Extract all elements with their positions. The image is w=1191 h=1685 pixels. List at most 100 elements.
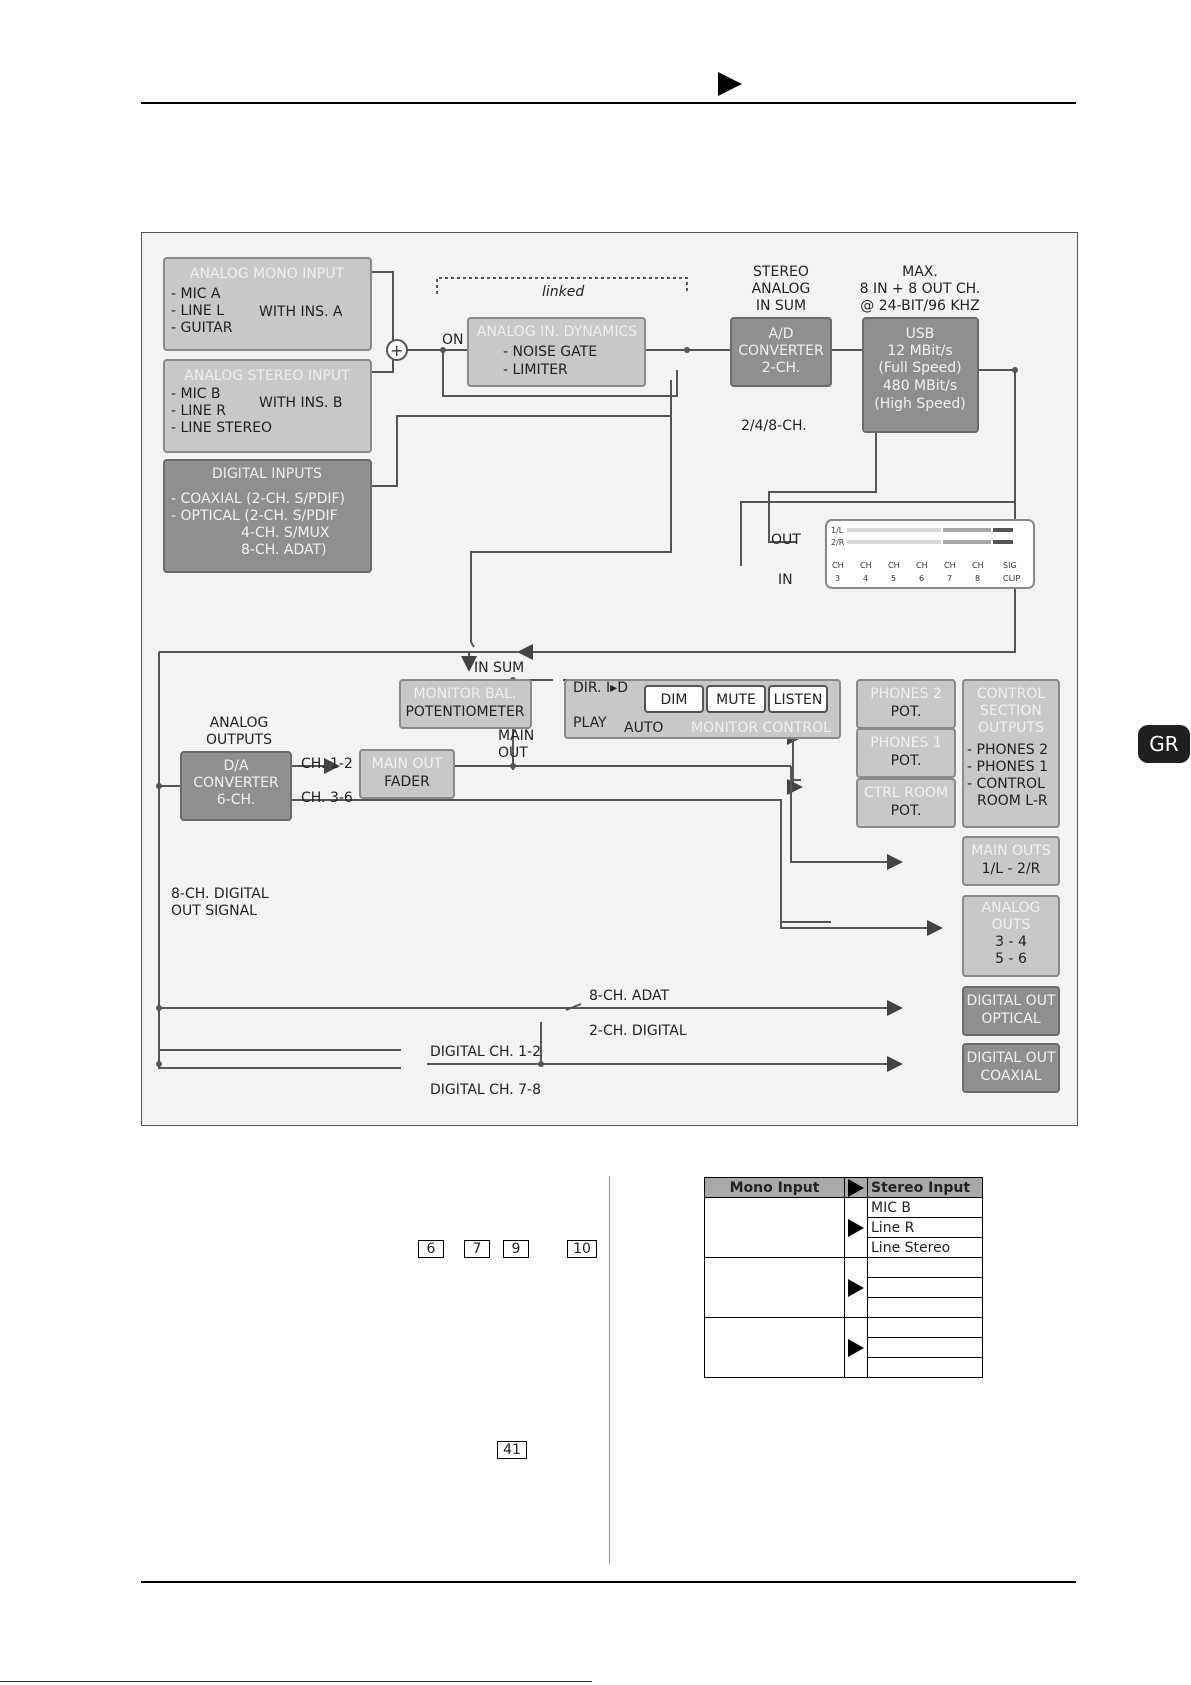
ch36-label: CH. 3-6 (301, 790, 353, 806)
analog-outputs-line-1: ANALOG (210, 715, 269, 731)
meter-ch-top-2: CH (860, 561, 872, 570)
usb-line-5: (High Speed) (874, 396, 965, 412)
meter-row-2: 2/R (831, 538, 845, 547)
ch12-label: CH. 1-2 (301, 756, 353, 772)
control-section-line-2: SECTION (980, 703, 1042, 719)
phones2-line-1: PHONES 2 (870, 686, 942, 702)
mute-label: MUTE (716, 692, 756, 708)
ad-line-1: A/D (768, 326, 793, 342)
digital-ch12-label: DIGITAL CH. 1-2 (430, 1044, 541, 1060)
analog-outs-line-1: ANALOG (982, 900, 1041, 916)
ch-248-label: 2/4/8-CH. (741, 418, 807, 434)
phones2-line-2: POT. (891, 704, 922, 720)
footer-rule (141, 1581, 1076, 1583)
dynamics-item-1: - NOISE GATE (503, 344, 597, 360)
ref-box-6: 6 (418, 1240, 444, 1258)
da-line-1: D/A (223, 758, 248, 774)
control-item-3: - CONTROL (967, 776, 1045, 792)
svg-text:+: + (390, 341, 403, 360)
analog-outs-line-3: 3 - 4 (995, 934, 1027, 950)
meter-ch-top-6: CH (972, 561, 984, 570)
digital-signal-line-2: OUT SIGNAL (171, 903, 257, 919)
play-label: PLAY (573, 715, 607, 731)
ctrl-room-line-2: POT. (891, 803, 922, 819)
auto-label: AUTO (624, 720, 663, 736)
stereo-item-3: - LINE STEREO (171, 420, 272, 436)
arrow-right-icon (848, 1278, 864, 1297)
usb-line-3: (Full Speed) (878, 360, 961, 376)
mono-item-1: - MIC A (171, 286, 221, 302)
meter-row-1: 1/L (831, 526, 844, 535)
meter-ch-bot-4: 6 (919, 574, 924, 583)
mono-with-ins: WITH INS. A (259, 304, 343, 320)
digital-signal-line-1: 8-CH. DIGITAL (171, 886, 269, 902)
stereo-item-2: - LINE R (171, 403, 226, 419)
header-mono-input: Mono Input (704, 1177, 845, 1198)
language-badge: GR (1138, 725, 1190, 763)
mono-item-2: - LINE L (171, 303, 224, 319)
arrow-right-icon (848, 1338, 864, 1357)
main-out-line-1: MAIN (498, 728, 534, 744)
max-line-1: MAX. (902, 264, 938, 280)
digital-2ch-label: 2-CH. DIGITAL (589, 1023, 687, 1039)
main-out-fader-line-2: FADER (384, 774, 430, 790)
on-label: ON (442, 332, 464, 348)
mono-cell-2 (704, 1257, 845, 1318)
digital-inputs-title: DIGITAL INPUTS (212, 466, 322, 482)
control-item-2: - PHONES 1 (967, 759, 1048, 775)
input-mapping-table: Mono Input Stereo Input MIC B Line R Lin… (704, 1177, 983, 1378)
mono-cell-3 (704, 1317, 845, 1378)
ref-box-7: 7 (464, 1240, 490, 1258)
main-outs-line-1: MAIN OUTS (971, 843, 1051, 859)
analog-outputs-line-2: OUTPUTS (206, 732, 272, 748)
coaxial-line-2: COAXIAL (980, 1068, 1041, 1084)
stereo-sum-line-3: IN SUM (756, 298, 806, 314)
ctrl-room-line-1: CTRL ROOM (864, 785, 948, 801)
adat-8ch-label: 8-CH. ADAT (589, 988, 670, 1004)
stereo-with-ins: WITH INS. B (259, 395, 343, 411)
arrow-cell-3 (844, 1317, 868, 1378)
stereo-cell: MIC B (867, 1197, 983, 1218)
page-bottom-rule (0, 1681, 592, 1682)
digital-line-4: 8-CH. ADAT) (241, 542, 327, 558)
control-item-1: - PHONES 2 (967, 742, 1048, 758)
stereo-cell (867, 1357, 983, 1378)
monitor-control-label: MONITOR CONTROL (691, 720, 831, 736)
arrow-cell-1 (844, 1197, 868, 1258)
dim-label: DIM (661, 692, 688, 708)
stereo-cell: Line Stereo (867, 1237, 983, 1258)
usb-line-2: 12 MBit/s (887, 343, 952, 359)
meter-ch-top-1: CH (832, 561, 844, 570)
meter-ch-top-5: CH (944, 561, 956, 570)
header-stereo-input: Stereo Input (867, 1177, 983, 1198)
column-divider (609, 1176, 610, 1564)
arrow-right-icon (848, 1218, 864, 1237)
digital-line-2: - OPTICAL (2-CH. S/PDIF (171, 508, 338, 524)
monitor-bal-line-1: MONITOR BAL. (414, 686, 517, 702)
control-section-line-3: OUTPUTS (978, 720, 1044, 736)
meter-ch-top-3: CH (888, 561, 900, 570)
stereo-cell (867, 1257, 983, 1278)
dynamics-item-2: - LIMITER (503, 362, 568, 378)
mono-item-3: - GUITAR (171, 320, 233, 336)
analog-outs-line-4: 5 - 6 (995, 951, 1027, 967)
main-outs-line-2: 1/L - 2/R (982, 861, 1041, 877)
stereo-cell: Line R (867, 1217, 983, 1238)
control-section-line-1: CONTROL (977, 686, 1046, 702)
arrow-right-icon (848, 1178, 864, 1197)
analog-stereo-title: ANALOG STEREO INPUT (184, 368, 350, 384)
dir-label: DIR. I▸D (573, 680, 628, 696)
ad-line-2: CONVERTER (738, 343, 824, 359)
phones1-line-1: PHONES 1 (870, 735, 942, 751)
meter-ch-top-4: CH (916, 561, 928, 570)
stereo-cell (867, 1317, 983, 1338)
stereo-cell (867, 1297, 983, 1318)
ad-line-3: 2-CH. (762, 360, 800, 376)
arrow-cell-2 (844, 1257, 868, 1318)
digital-ch78-label: DIGITAL CH. 7-8 (430, 1082, 541, 1098)
da-line-3: 6-CH. (217, 792, 255, 808)
meter-ch-top-7: SIG (1003, 561, 1017, 570)
header-rule (141, 102, 1076, 104)
optical-line-2: OPTICAL (981, 1011, 1040, 1027)
meter-ch-bot-2: 4 (863, 574, 868, 583)
